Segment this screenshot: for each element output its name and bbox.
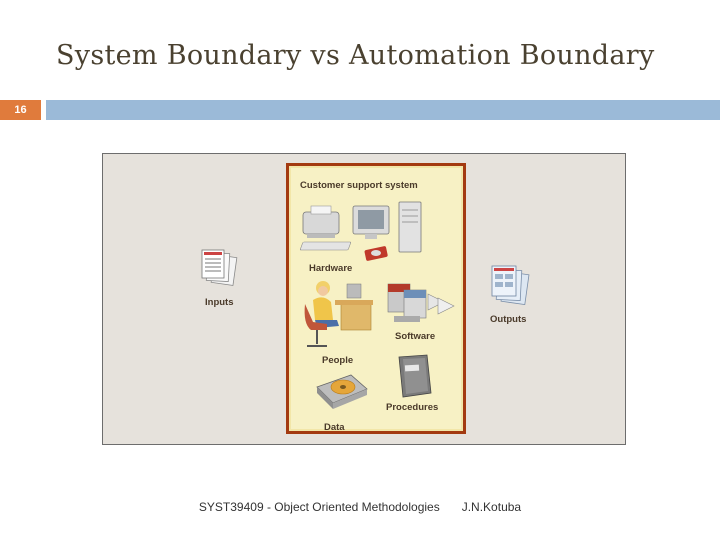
slide-title: System Boundary vs Automation Boundary [56,40,655,71]
people-icon [304,281,373,347]
hardware-icon [300,201,422,261]
outputs-documents-icon [491,265,530,305]
inputs-documents-icon [201,249,238,286]
outputs-label: Outputs [490,314,527,325]
hardware-label: Hardware [309,263,353,274]
system-label: Customer support system [300,180,418,191]
footer-author: J.N.Kotuba [461,500,522,514]
system-boundary: Customer support system Hardware [286,163,466,434]
software-label: Software [395,331,436,342]
footer-course: SYST39409 - Object Oriented Methodologie… [198,500,440,514]
footer: SYST39409 - Object Oriented Methodologie… [0,500,720,514]
data-icon [316,374,368,409]
data-label: Data [324,422,345,433]
procedures-icon [398,354,432,398]
procedures-label: Procedures [386,402,439,413]
accent-bar [46,100,720,120]
slide-number: 16 [0,100,41,120]
software-icon [387,283,455,322]
system-boundary-figure: Inputs Outputs Customer support system [102,153,626,445]
inputs-label: Inputs [205,297,234,308]
people-label: People [322,355,354,366]
